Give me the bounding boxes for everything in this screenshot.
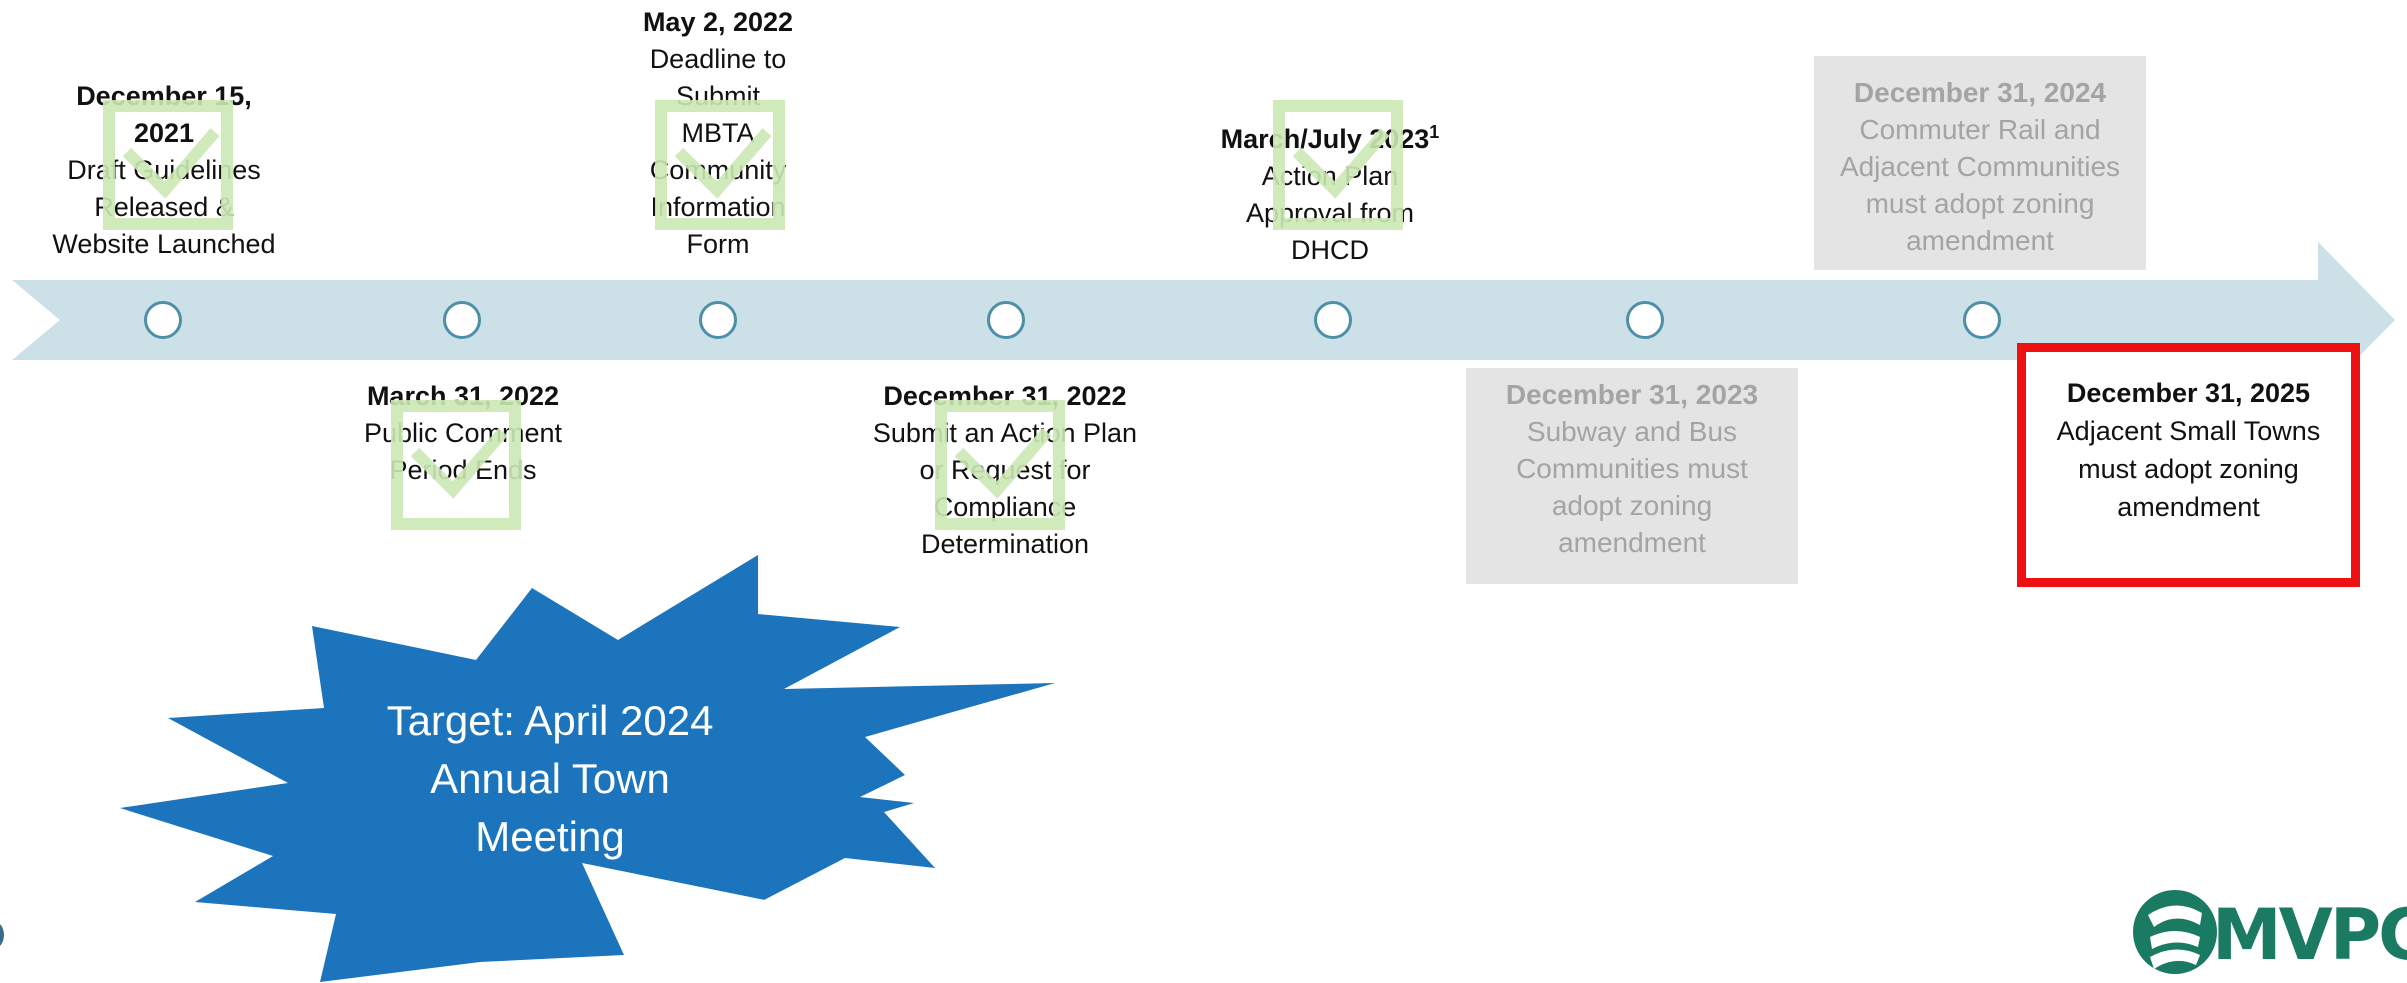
mvpc-logo-icon: [2133, 890, 2217, 974]
milestone-dec-31-2025: December 31, 2025 Adjacent Small Towns m…: [2017, 343, 2360, 587]
checkmark-icon: [655, 100, 785, 230]
milestone-description: Submit an Action Plan or Request for Com…: [872, 418, 1138, 559]
milestone-date: December 31, 2023: [1505, 379, 1759, 410]
checkmark-icon: [935, 400, 1065, 530]
milestone-node-7: [1963, 301, 2001, 339]
milestone-dec-31-2024: December 31, 2024 Commuter Rail and Adja…: [1814, 56, 2146, 270]
checkmark-icon: [391, 400, 521, 530]
milestone-dec-31-2022: December 31, 2022 Submit an Action Plan …: [835, 378, 1175, 563]
milestone-date: December 31, 2025: [2066, 378, 2311, 408]
target-callout-text: Target: April 2024 Annual Town Meeting: [386, 697, 714, 860]
milestone-description: Commuter Rail and Adjacent Communities m…: [1839, 114, 2121, 256]
milestone-description: Subway and Bus Communities must adopt zo…: [1516, 416, 1748, 558]
milestone-node-2: [443, 301, 481, 339]
milestone-node-3: [699, 301, 737, 339]
checkmark-icon: [103, 100, 233, 230]
milestone-node-1: [144, 301, 182, 339]
milestone-node-6: [1626, 301, 1664, 339]
footnote-marker: 1: [1429, 122, 1440, 142]
mvpc-logo-text: MVPC: [2212, 894, 2407, 976]
checkmark-icon: [1273, 100, 1403, 230]
milestone-date: December 31, 2024: [1853, 77, 2107, 108]
milestone-date: May 2, 2022: [642, 7, 794, 37]
milestone-dec-31-2023: December 31, 2023 Subway and Bus Communi…: [1466, 368, 1798, 584]
milestone-node-4: [987, 301, 1025, 339]
milestone-node-5: [1314, 301, 1352, 339]
milestone-description: Adjacent Small Towns must adopt zoning a…: [2056, 416, 2321, 522]
